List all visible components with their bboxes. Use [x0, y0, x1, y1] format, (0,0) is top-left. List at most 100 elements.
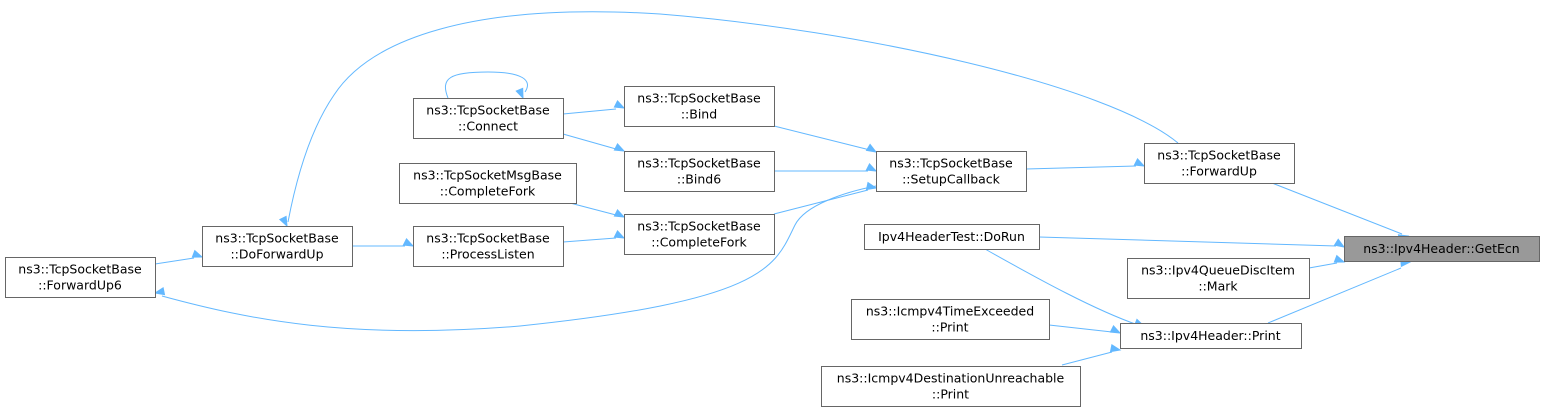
node-label: ::SetupCallback — [902, 172, 1001, 187]
node-print[interactable]: ns3::Ipv4Header::Print — [1120, 323, 1302, 349]
edge-forwardup6-to-setupcb — [153, 185, 877, 332]
edge-line — [569, 202, 617, 216]
node-box[interactable] — [1344, 236, 1540, 262]
edge-line — [1025, 165, 1137, 170]
node-forwardup[interactable]: ns3::TcpSocketBase::ForwardUp — [1144, 143, 1295, 184]
edge-forwardup6-to-doforwardup — [154, 249, 204, 265]
edge-arrowhead — [1333, 254, 1346, 263]
node-mark[interactable]: ns3::Ipv4QueueDiscItem::Mark — [1127, 258, 1310, 299]
edge-arrowhead — [1109, 343, 1122, 353]
edge-dorun-to-getecn — [1038, 236, 1346, 248]
edge-arrowhead — [278, 215, 288, 228]
node-bind6[interactable]: ns3::TcpSocketBase::Bind6 — [624, 151, 775, 192]
node-label: ns3::TcpSocketBase — [637, 91, 761, 106]
edge-line — [1038, 236, 1337, 247]
edge-connect-to-connect — [444, 71, 528, 100]
node-msgcompletefork[interactable]: ns3::TcpSocketMsgBase::CompleteFork — [399, 163, 577, 204]
edge-line — [1267, 267, 1402, 324]
node-box[interactable] — [202, 226, 353, 267]
node-label: ns3::TcpSocketBase — [889, 156, 1013, 171]
edge-line — [287, 11, 1179, 223]
edge-bind6-to-setupcb — [774, 162, 878, 172]
node-bind[interactable]: ns3::TcpSocketBase::Bind — [624, 86, 775, 127]
edge-line — [1271, 182, 1403, 235]
node-connect[interactable]: ns3::TcpSocketBase::Connect — [413, 98, 564, 139]
node-timeexceeded[interactable]: ns3::Icmpv4TimeExceeded::Print — [851, 299, 1050, 340]
node-label: Ipv4HeaderTest::DoRun — [878, 229, 1025, 244]
node-setupcb[interactable]: ns3::TcpSocketBase::SetupCallback — [876, 151, 1027, 192]
node-label: ::ForwardUp — [1181, 164, 1257, 179]
node-label: ns3::Ipv4QueueDiscItem — [1141, 263, 1295, 278]
edge-connect-to-bind — [562, 99, 626, 115]
node-label: ::Mark — [1198, 279, 1238, 294]
node-label: ::ProcessListen — [441, 247, 534, 262]
edge-arrowhead — [865, 143, 878, 153]
nodes-layer: ns3::Ipv4Header::GetEcnns3::TcpSocketBas… — [5, 86, 1540, 407]
node-box[interactable] — [1144, 143, 1295, 184]
node-box[interactable] — [413, 226, 564, 267]
edge-line — [154, 257, 195, 265]
node-label: ns3::TcpSocketBase — [215, 231, 339, 246]
node-box[interactable] — [1127, 258, 1310, 299]
node-box[interactable] — [1120, 323, 1302, 349]
node-box[interactable] — [876, 151, 1027, 192]
node-label: ::Connect — [458, 119, 518, 134]
edge-forwardup-to-getecn — [1271, 182, 1410, 243]
node-box[interactable] — [821, 366, 1081, 407]
edge-arrowhead — [613, 99, 626, 109]
edge-line — [444, 71, 528, 99]
node-box[interactable] — [5, 257, 156, 298]
edge-doforwardup-to-processlisten — [352, 237, 415, 247]
node-processlisten[interactable]: ns3::TcpSocketBase::ProcessListen — [413, 226, 564, 267]
edge-connect-to-bind6 — [562, 133, 626, 152]
node-box[interactable] — [624, 214, 775, 255]
edge-arrowhead — [1109, 324, 1122, 334]
node-label: ns3::TcpSocketBase — [637, 219, 761, 234]
node-box[interactable] — [413, 98, 564, 139]
edge-arrowhead — [515, 87, 524, 100]
edge-msgcompletefork-to-completefork — [569, 202, 626, 218]
node-getecn[interactable]: ns3::Ipv4Header::GetEcn — [1344, 236, 1540, 262]
edge-timeexceeded-to-print — [1048, 324, 1122, 334]
node-box[interactable] — [399, 163, 577, 204]
edge-arrowhead — [865, 162, 878, 172]
edge-line — [562, 133, 617, 150]
edge-line — [773, 189, 869, 215]
edge-setupcb-to-forwardup — [1025, 157, 1146, 170]
edge-arrowhead — [613, 229, 626, 239]
edge-line — [562, 237, 617, 243]
node-box[interactable] — [864, 224, 1040, 250]
node-label: ns3::TcpSocketBase — [637, 156, 761, 171]
edge-mark-to-getecn — [1308, 254, 1346, 269]
node-dorun[interactable]: Ipv4HeaderTest::DoRun — [864, 224, 1040, 250]
node-label: ::DoForwardUp — [230, 247, 323, 262]
edge-bind-to-setupcb — [773, 125, 878, 153]
edge-line — [773, 125, 871, 151]
edge-line — [984, 248, 1139, 326]
node-box[interactable] — [851, 299, 1050, 340]
edge-arrowhead — [191, 249, 204, 258]
edge-line — [1308, 262, 1338, 269]
edges-layer — [153, 11, 1412, 366]
node-box[interactable] — [624, 151, 775, 192]
node-completefork[interactable]: ns3::TcpSocketBase::CompleteFork — [624, 214, 775, 255]
edge-line — [1048, 324, 1113, 333]
node-label: ns3::Ipv4Header::GetEcn — [1363, 241, 1519, 256]
node-destunreach[interactable]: ns3::Icmpv4DestinationUnreachable::Print — [821, 366, 1081, 407]
node-label: ns3::TcpSocketBase — [18, 262, 142, 277]
node-forwardup6[interactable]: ns3::TcpSocketBase::ForwardUp6 — [5, 257, 156, 298]
node-label: ::Print — [931, 320, 968, 335]
node-doforwardup[interactable]: ns3::TcpSocketBase::DoForwardUp — [202, 226, 353, 267]
node-label: ns3::Icmpv4DestinationUnreachable — [837, 371, 1065, 386]
edge-arrowhead — [402, 237, 415, 247]
edge-line — [562, 108, 617, 115]
edge-completefork-to-setupcb — [773, 181, 878, 215]
node-box[interactable] — [624, 86, 775, 127]
node-label: ::Bind6 — [677, 172, 721, 187]
node-label: ::Bind — [681, 107, 717, 122]
edge-line — [1061, 351, 1113, 366]
node-label: ns3::TcpSocketBase — [1157, 148, 1281, 163]
node-label: ::ForwardUp6 — [38, 278, 122, 293]
edge-arrowhead — [613, 208, 626, 218]
